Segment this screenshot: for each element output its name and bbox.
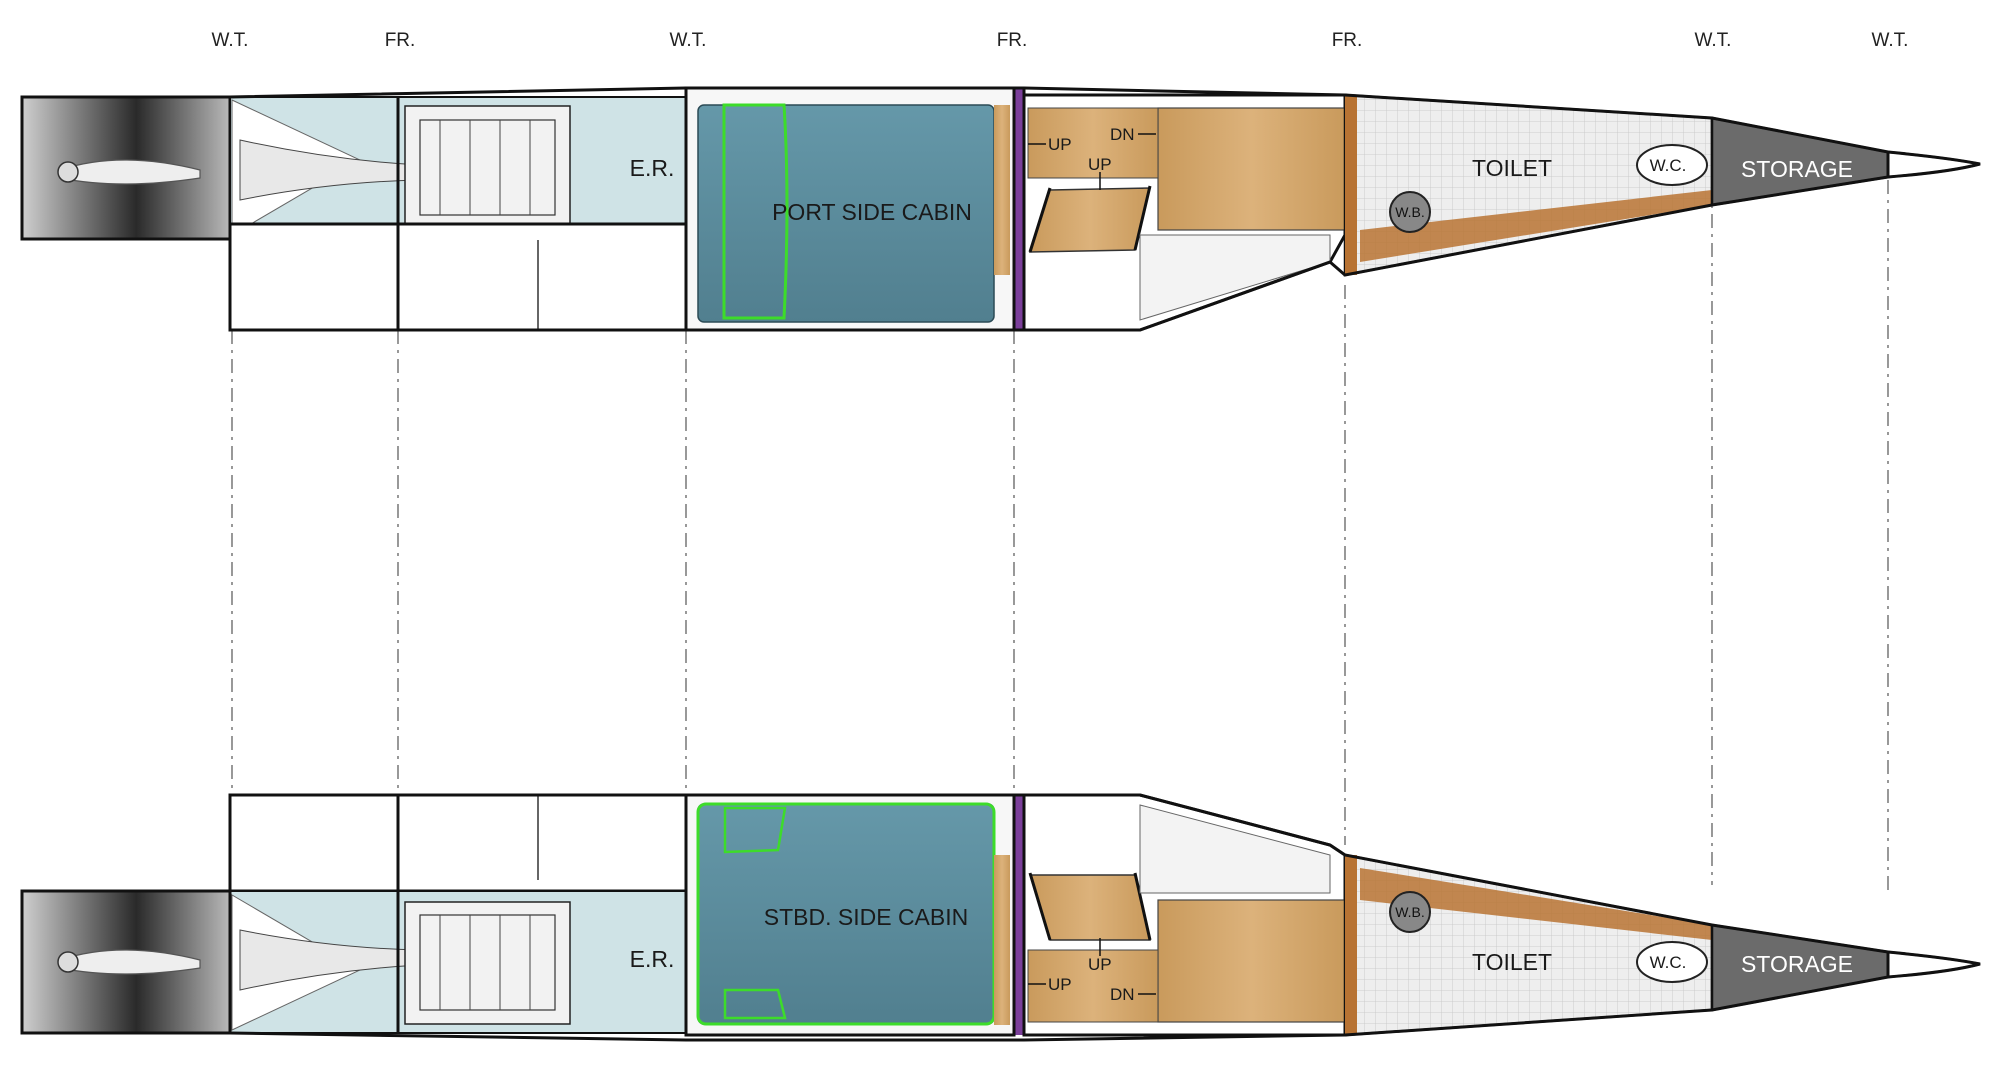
port-wc-icon	[1636, 144, 1708, 186]
header-fr-1: FR.	[385, 30, 416, 51]
header-wt-4: W.T.	[1872, 30, 1909, 51]
stbd-engine-room-label: E.R.	[630, 946, 675, 972]
frame-headers: W.T. FR. W.T. FR. FR. W.T. W.T.	[212, 30, 1909, 51]
port-up-label-1: UP	[1048, 135, 1072, 154]
port-dn-label: DN	[1110, 125, 1135, 144]
header-wt-2: W.T.	[670, 30, 707, 51]
stbd-dn-label: DN	[1110, 985, 1135, 1004]
port-wash-basin-icon	[1389, 191, 1431, 233]
port-toilet-label: TOILET	[1472, 155, 1552, 181]
header-fr-3: FR.	[1332, 30, 1363, 51]
stbd-up-label-2: UP	[1088, 955, 1112, 974]
port-wb-label: W.B.	[1395, 204, 1425, 220]
stbd-hull: E.R. STBD. SIDE CABIN UP UP DN	[20, 793, 1981, 1042]
stbd-up-label-1: UP	[1048, 975, 1072, 994]
header-fr-2: FR.	[997, 30, 1028, 51]
bulkhead-centerlines	[231, 180, 1889, 890]
header-wt-1: W.T.	[212, 30, 249, 51]
header-wt-3: W.T.	[1695, 30, 1732, 51]
stbd-wc-label: W.C.	[1650, 953, 1687, 972]
port-cabin-label: PORT SIDE CABIN	[772, 199, 972, 225]
port-saloon-floor	[1157, 107, 1346, 231]
stbd-toilet-label: TOILET	[1472, 949, 1552, 975]
port-storage-label: STORAGE	[1741, 156, 1853, 182]
stbd-wash-basin-icon	[1389, 891, 1431, 933]
port-wc-label: W.C.	[1650, 156, 1687, 175]
stbd-wc-icon	[1636, 941, 1708, 983]
stbd-storage-label: STORAGE	[1741, 951, 1853, 977]
stbd-engine-icon	[404, 901, 571, 1025]
port-engine-icon	[404, 105, 571, 229]
port-bed-outline	[722, 103, 789, 320]
port-rudder-icon	[57, 161, 79, 183]
port-up-label-2: UP	[1088, 155, 1112, 174]
port-engine-room-label: E.R.	[630, 155, 675, 181]
port-hull: E.R. PORT SIDE CABIN UP DN UP	[20, 86, 1981, 332]
stbd-cabin-label: STBD. SIDE CABIN	[764, 904, 968, 930]
stbd-saloon-floor	[1157, 899, 1346, 1023]
stbd-rudder-icon	[57, 951, 79, 973]
stbd-wb-label: W.B.	[1395, 904, 1425, 920]
